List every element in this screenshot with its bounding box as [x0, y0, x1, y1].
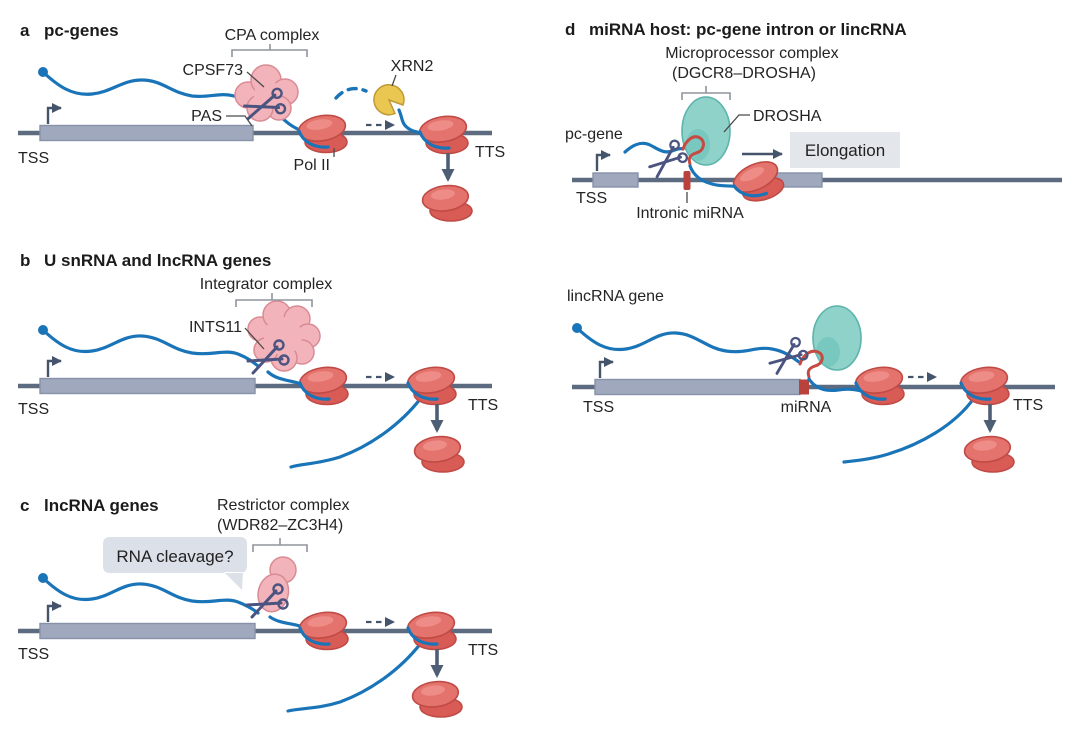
panel-b: b U snRNA and lncRNA genes TSS Integrato… [18, 251, 498, 473]
released-pol-ii-icon [420, 182, 473, 222]
integrator-bracket [235, 293, 313, 307]
cpa-complex-label: CPA complex [225, 27, 320, 44]
mirna-label: miRNA [781, 399, 832, 416]
restrictor-complex-label-line2: (WDR82–ZC3H4) [217, 517, 343, 534]
released-pol-ii-icon [962, 433, 1015, 473]
pol-ii-tts-icon [404, 607, 458, 652]
tss-arrow-icon [48, 606, 61, 622]
nascent-rna [41, 576, 260, 615]
ints11-label: INTS11 [189, 319, 242, 336]
panel-a: a pc-genes TSS CPA complex CPSF73 PAS XR… [18, 21, 505, 222]
pc-gene-label: pc-gene [565, 126, 623, 143]
intronic-mirna-label: Intronic miRNA [636, 205, 744, 222]
tss-arrow-icon [597, 155, 610, 171]
readthrough-rna-tail [842, 396, 976, 464]
pas-pointer [226, 115, 253, 127]
pol-ii-tts-icon [957, 362, 1011, 407]
released-pol-ii-icon [410, 678, 463, 718]
pol-ii-icon [725, 153, 789, 209]
cpsf73-pointer [246, 71, 265, 88]
panel-c-title: lncRNA genes [44, 496, 159, 515]
tss-label: TSS [18, 150, 49, 167]
panel-d-letter: d [565, 20, 575, 39]
pol-ii-tts-icon [404, 362, 458, 407]
readthrough-rna-tail [286, 641, 423, 713]
rna-into-pol [688, 164, 742, 189]
gene-body-bar [39, 377, 256, 395]
nascent-rna [575, 326, 801, 364]
tss-label: TSS [18, 401, 49, 418]
pas-label: PAS [191, 108, 222, 125]
xrn2-pointer [391, 74, 397, 87]
tss-label: TSS [583, 399, 614, 416]
tts-label: TTS [468, 397, 498, 414]
exon-bar-1 [592, 172, 639, 188]
elongation-box [790, 132, 900, 168]
tts-label: TTS [1013, 397, 1043, 414]
released-pol-ii-icon [412, 433, 465, 473]
tts-label: TTS [468, 642, 498, 659]
tss-label: TSS [576, 190, 607, 207]
restrictor-bracket [252, 538, 308, 552]
lincrna-gene-label: lincRNA gene [567, 288, 664, 305]
panel-c-letter: c [20, 496, 29, 515]
panel-d-top: d miRNA host: pc-gene intron or lincRNA … [565, 20, 1062, 222]
tss-arrow-icon [48, 108, 61, 124]
pol-ii-icon [296, 362, 350, 407]
tts-label: TTS [475, 144, 505, 161]
cpa-complex-icon [234, 64, 299, 122]
tss-arrow-icon [600, 362, 613, 378]
pol-ii-icon [295, 110, 349, 155]
mirna-segment-icon [799, 379, 809, 395]
microprocessor-label-line2: (DGCR8–DROSHA) [672, 65, 816, 82]
gene-body-bar [39, 124, 254, 142]
degraded-rna-dashed [334, 86, 368, 100]
rna-cleavage-bubble [103, 537, 247, 590]
pol-ii-icon [296, 607, 350, 652]
gene-body-bar [39, 622, 256, 640]
drosha-pointer [723, 114, 750, 133]
panel-a-title: pc-genes [44, 21, 119, 40]
microprocessor-bracket [681, 86, 731, 100]
restrictor-complex-label-line1: Restrictor complex [217, 497, 349, 514]
rna-cleavage-label: RNA cleavage? [116, 547, 233, 566]
readthrough-rna-tail [289, 396, 423, 469]
tss-arrow-icon [48, 361, 61, 377]
panel-d-bottom: lincRNA gene TSS miRNA TTS [567, 288, 1055, 473]
panel-c: c lncRNA genes TSS RNA cleavage? Restric… [18, 496, 498, 718]
cpsf73-label: CPSF73 [183, 62, 244, 79]
pol-ii-icon [852, 362, 906, 407]
microprocessor-label-line1: Microprocessor complex [665, 45, 838, 62]
nascent-rna [41, 328, 260, 368]
panel-d-title: miRNA host: pc-gene intron or lincRNA [589, 20, 907, 39]
elongation-label: Elongation [805, 141, 885, 160]
cpa-bracket [231, 44, 308, 57]
panel-b-title: U snRNA and lncRNA genes [44, 251, 271, 270]
tss-label: TSS [18, 646, 49, 663]
xrn2-icon [373, 84, 405, 116]
panel-b-letter: b [20, 251, 30, 270]
intronic-mirna-icon [683, 171, 691, 190]
pol-ii-label: Pol II [294, 157, 330, 174]
integrator-complex-label: Integrator complex [200, 276, 333, 293]
mirna-hairpin-icon [681, 135, 705, 166]
xrn2-label: XRN2 [391, 58, 434, 75]
ints11-pointer [244, 327, 265, 350]
pol-ii-tts-icon [416, 111, 470, 156]
gene-body-bar [594, 378, 801, 396]
panel-a-letter: a [20, 21, 30, 40]
drosha-label: DROSHA [753, 108, 822, 125]
